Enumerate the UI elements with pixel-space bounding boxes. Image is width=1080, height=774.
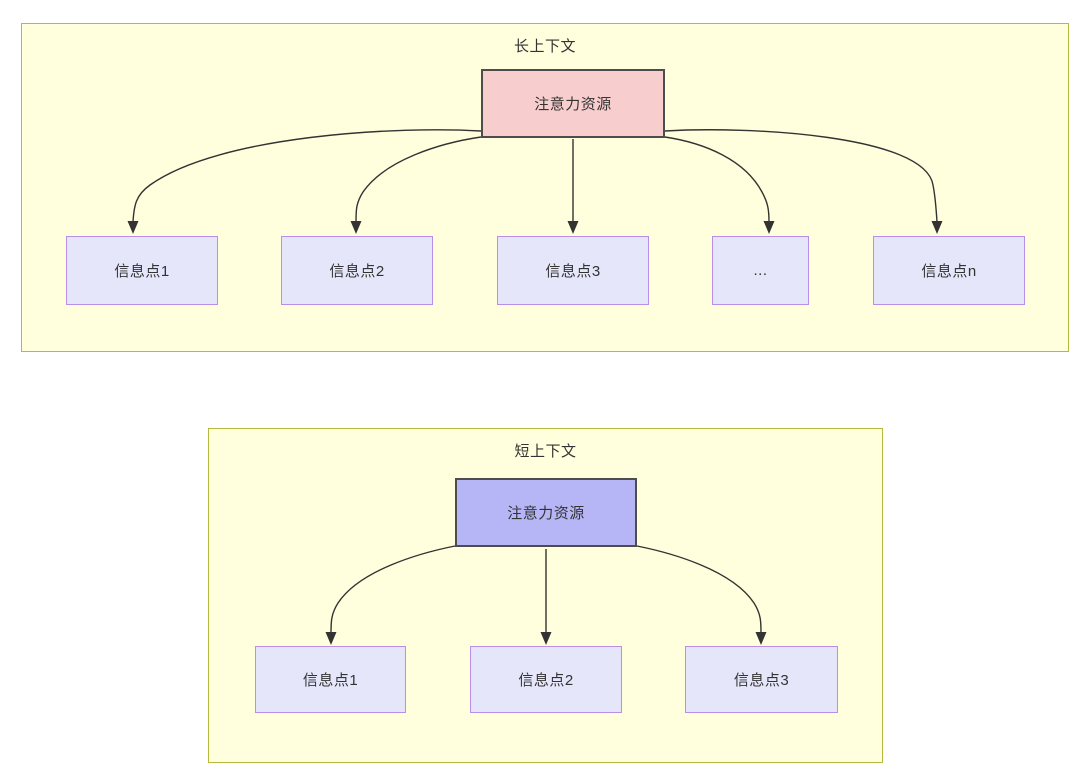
short-context-title: 短上下文 [514, 443, 577, 460]
short-context-attention-label: 注意力资源 [507, 505, 585, 522]
short-context-info-label-2: 信息点2 [518, 672, 574, 689]
short-context-attention-node[interactable]: 注意力资源 [455, 478, 637, 547]
long-context-info-label-ellipsis: ... [753, 262, 768, 279]
short-context-info-node-2[interactable]: 信息点2 [470, 646, 622, 713]
long-context-info-label-3: 信息点3 [545, 263, 601, 280]
long-context-info-label-1: 信息点1 [114, 263, 170, 280]
short-context-info-label-1: 信息点1 [302, 672, 359, 689]
long-context-info-node-3[interactable]: 信息点3 [497, 236, 649, 305]
long-context-info-node-2[interactable]: 信息点2 [281, 236, 433, 305]
long-context-info-label-2: 信息点2 [329, 263, 385, 280]
long-context-info-node-ellipsis[interactable]: ... [712, 236, 809, 305]
short-context-info-node-3[interactable]: 信息点3 [685, 646, 838, 713]
long-context-info-label-n: 信息点n [921, 263, 977, 280]
long-context-title: 长上下文 [513, 38, 576, 55]
long-context-info-node-n[interactable]: 信息点n [873, 236, 1025, 305]
long-context-attention-node[interactable]: 注意力资源 [481, 69, 665, 138]
long-context-info-node-1[interactable]: 信息点1 [66, 236, 218, 305]
short-context-info-node-1[interactable]: 信息点1 [255, 646, 406, 713]
short-context-info-label-3: 信息点3 [733, 672, 790, 689]
long-context-attention-label: 注意力资源 [534, 96, 612, 113]
